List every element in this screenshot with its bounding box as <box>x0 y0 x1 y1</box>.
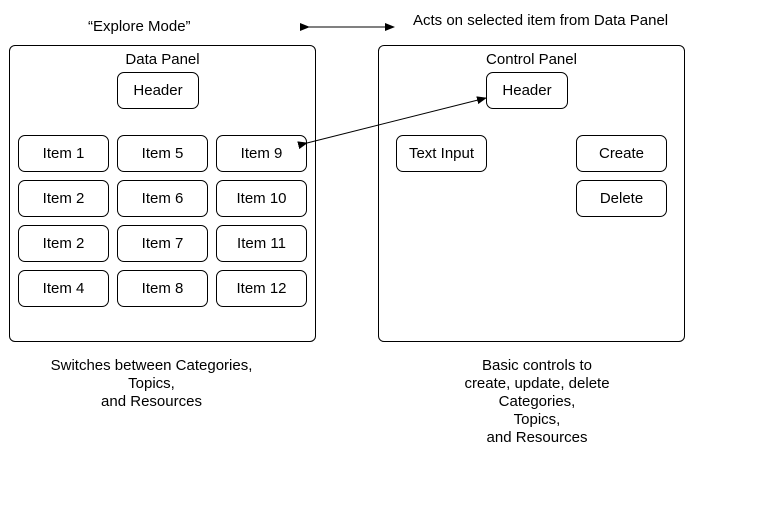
data-item-12[interactable]: Item 12 <box>216 270 307 307</box>
control-panel-caption: Basic controls to create, update, delete… <box>378 357 696 447</box>
caption-line: create, update, delete <box>464 375 610 392</box>
delete-button[interactable]: Delete <box>576 180 667 217</box>
data-item-11[interactable]: Item 11 <box>216 225 307 262</box>
data-item-2[interactable]: Item 2 <box>18 180 109 217</box>
explore-mode-label: “Explore Mode” <box>88 18 191 35</box>
caption-line: and Resources <box>486 429 588 446</box>
data-item-7[interactable]: Item 7 <box>117 225 208 262</box>
data-panel-title: Data Panel <box>125 51 200 68</box>
data-item-1[interactable]: Item 1 <box>18 135 109 172</box>
data-item-8[interactable]: Item 8 <box>117 270 208 307</box>
data-panel-header[interactable]: Header <box>117 72 199 109</box>
control-panel-header[interactable]: Header <box>486 72 568 109</box>
text-input[interactable]: Text Input <box>396 135 487 172</box>
data-panel-caption: Switches between Categories, Topics, and… <box>9 357 294 411</box>
caption-line: Topics, <box>513 411 561 428</box>
control-panel-title: Control Panel <box>486 51 577 68</box>
data-item-10[interactable]: Item 10 <box>216 180 307 217</box>
data-item-9[interactable]: Item 9 <box>216 135 307 172</box>
caption-line: Categories, <box>498 393 576 410</box>
caption-line: Switches between Categories, <box>50 357 253 374</box>
create-button[interactable]: Create <box>576 135 667 172</box>
data-item-6[interactable]: Item 6 <box>117 180 208 217</box>
caption-line: Topics, <box>128 375 175 392</box>
data-item-2b[interactable]: Item 2 <box>18 225 109 262</box>
caption-line: Basic controls to <box>481 357 593 374</box>
acts-on-label: Acts on selected item from Data Panel <box>413 12 669 29</box>
data-item-5[interactable]: Item 5 <box>117 135 208 172</box>
caption-line: and Resources <box>101 393 202 410</box>
data-item-4[interactable]: Item 4 <box>18 270 109 307</box>
